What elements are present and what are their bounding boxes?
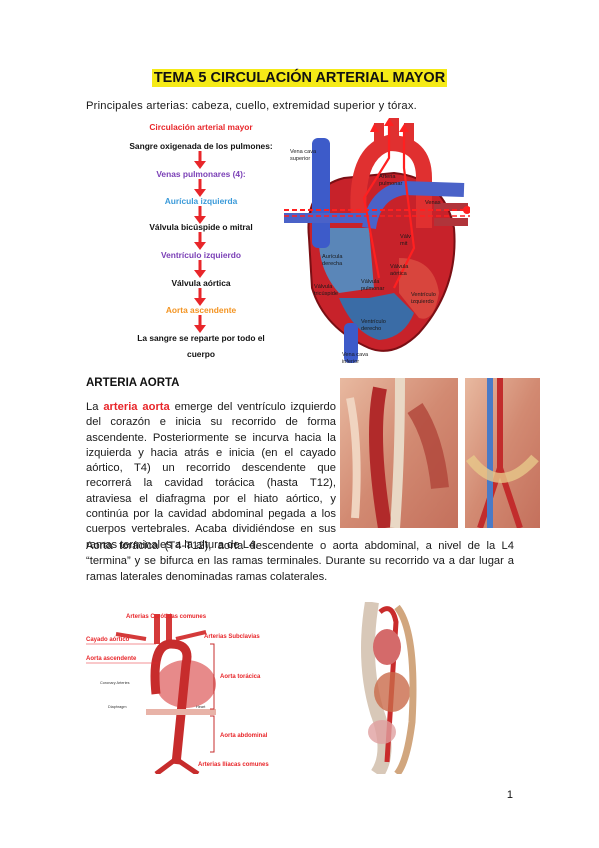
svg-text:derecho: derecho — [361, 326, 381, 332]
svg-text:inferior: inferior — [342, 359, 359, 365]
intro-text: Principales arterias: cabeza, cuello, ex… — [86, 100, 417, 112]
flowchart-step: Venas pulmonares (4): — [156, 169, 246, 179]
label-abdominal: Aorta abdominal — [220, 733, 268, 739]
flowchart-step: cuerpo — [187, 349, 215, 359]
svg-text:Heart: Heart — [196, 705, 206, 709]
label-vena-cava-inferior: Vena cava — [342, 352, 369, 358]
svg-text:Coronary Arteries: Coronary Arteries — [100, 681, 130, 685]
svg-text:mit: mit — [400, 241, 408, 247]
down-arrow-icon — [194, 151, 206, 169]
page-number: 1 — [506, 789, 513, 801]
pulmonary-artery — [362, 180, 465, 230]
label-valvula-pulmonar: Válvula — [361, 279, 380, 285]
label-ventriculo-izquierdo: Ventrículo — [411, 292, 436, 298]
flowchart-step: Aurícula izquierda — [164, 196, 238, 206]
down-arrow-icon — [194, 288, 206, 306]
svg-text:superior: superior — [290, 156, 310, 162]
label-subclavias: Arterias Subclavias — [204, 634, 260, 640]
svg-text:pulmonar: pulmonar — [379, 181, 402, 187]
svg-text:izquierdo: izquierdo — [411, 299, 434, 305]
label-vena-cava-superior: Vena cava — [290, 149, 317, 155]
label-toracica: Aorta torácica — [220, 674, 261, 680]
label-auricula-derecha: Aurícula — [322, 254, 343, 260]
anatomy-photos — [340, 378, 540, 528]
label-venas: Venas — [425, 200, 441, 206]
down-arrow-icon — [194, 179, 206, 197]
paragraph-2: Aorta torácica (T4-T12), aorta descenden… — [86, 540, 514, 583]
down-arrow-icon — [194, 206, 206, 224]
label-carotidas: Arterias Carótidas comunes — [126, 614, 207, 620]
svg-text:aórtica: aórtica — [390, 271, 408, 277]
flowchart-step: La sangre se reparte por todo el — [137, 333, 265, 343]
svg-text:tricúspide: tricúspide — [314, 291, 338, 297]
aorta-paragraph: La arteria aorta emerge del ventrículo i… — [86, 401, 336, 551]
svg-text:Válv: Válv — [400, 234, 411, 240]
aorta-diagram: Arterias Carótidas comunes Arterias Subc… — [86, 604, 298, 774]
flowchart-title: Circulación arterial mayor — [149, 122, 253, 132]
aorta-path — [150, 639, 192, 765]
svg-text:Diaphragm: Diaphragm — [108, 705, 127, 709]
label-valvula-tricuspide: Válvula — [314, 284, 333, 290]
spine-aorta-diagram — [322, 602, 442, 774]
flowchart-step: Válvula bicúspide o mitral — [149, 222, 253, 232]
flowchart-step: Válvula aórtica — [171, 278, 231, 288]
right-ventricle — [339, 293, 414, 340]
highlight-arteria-aorta: arteria aorta — [103, 401, 170, 413]
section-heading: ARTERIA AORTA — [86, 377, 180, 389]
label-cayado: Cayado aórtico — [86, 637, 130, 643]
down-arrow-icon — [194, 260, 206, 278]
down-arrow-icon — [194, 315, 206, 333]
label-arteria-pulmonar: Arteria — [379, 174, 396, 180]
svg-text:derecha: derecha — [322, 261, 343, 267]
down-arrow-icon — [194, 232, 206, 250]
page-title: TEMA 5 CIRCULACIÓN ARTERIAL MAYOR — [151, 69, 448, 87]
label-iliacas: Arterias Ilíacas comunes — [198, 762, 269, 768]
label-valvula-aortica: Válvula — [390, 264, 409, 270]
flowchart-step: Ventrículo izquierdo — [160, 250, 242, 260]
left-ventricle — [399, 258, 439, 319]
heart-diagram: Vena cava superior Arteria pulmonar Vena… — [284, 118, 470, 368]
label-ascendente: Aorta ascendente — [86, 656, 137, 662]
flowchart-step: Aorta ascendente — [165, 305, 237, 315]
svg-text:pulmonar: pulmonar — [361, 286, 384, 292]
flowchart-step: Sangre oxigenada de los pulmones: — [129, 141, 273, 151]
right-atrium — [318, 228, 374, 293]
vena-cava-inferior — [344, 323, 358, 363]
label-ventriculo-derecho: Ventrículo — [361, 319, 386, 325]
